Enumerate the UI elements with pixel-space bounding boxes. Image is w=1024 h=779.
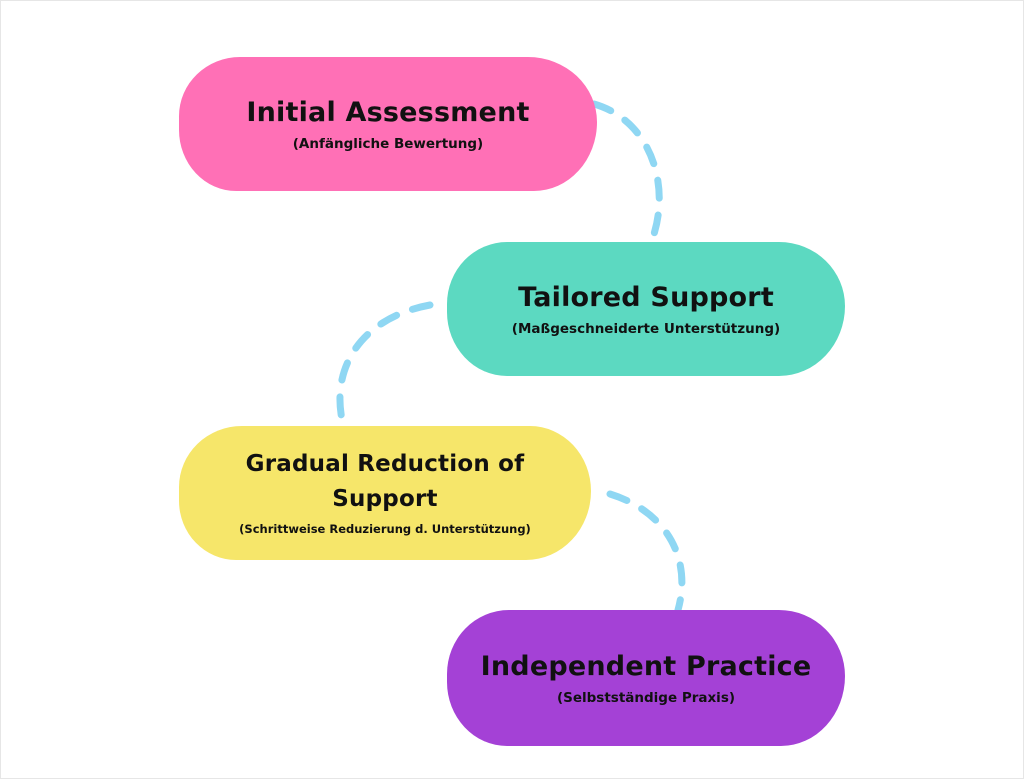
step-initial-assessment: Initial Assessment (Anfängliche Bewertun… — [179, 57, 597, 191]
step-title: Independent Practice — [480, 650, 812, 682]
step-subtitle: (Schrittweise Reduzierung d. Unterstützu… — [239, 522, 531, 536]
connector-3-4 — [606, 490, 686, 614]
step-subtitle: (Selbstständige Praxis) — [556, 689, 736, 706]
step-title: Gradual Reduction of Support — [245, 451, 525, 512]
step-subtitle: (Anfängliche Bewertung) — [292, 135, 484, 152]
connector-2-3 — [336, 301, 434, 432]
step-tailored-support: Tailored Support (Maßgeschneiderte Unter… — [447, 242, 845, 376]
step-title: Initial Assessment — [246, 96, 530, 128]
step-gradual-reduction: Gradual Reduction of Support (Schrittwei… — [179, 426, 591, 560]
step-independent-practice: Independent Practice (Selbstständige Pra… — [447, 610, 845, 746]
connector-1-2 — [590, 100, 663, 244]
step-subtitle: (Maßgeschneiderte Unterstützung) — [511, 320, 781, 337]
step-title: Tailored Support — [518, 281, 774, 313]
